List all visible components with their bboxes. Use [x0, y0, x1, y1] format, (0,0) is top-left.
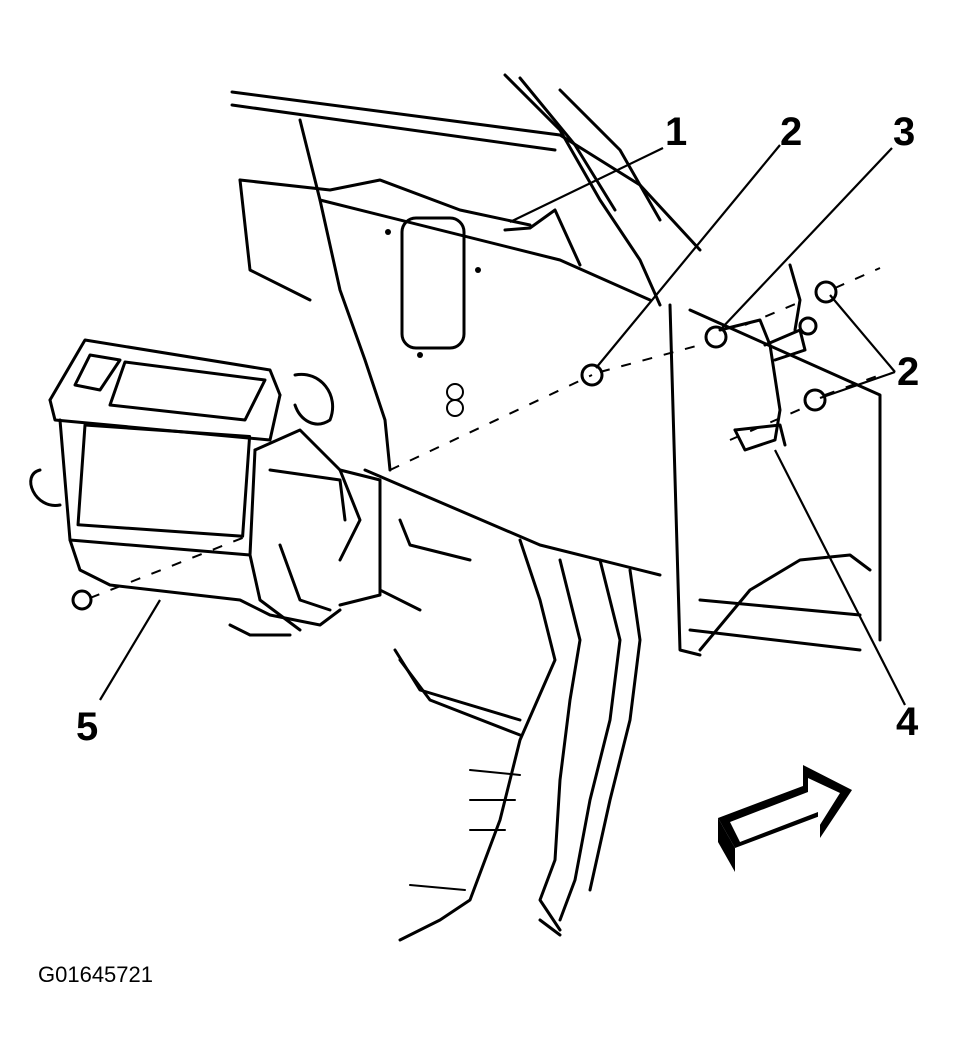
alignment-lines	[89, 267, 881, 599]
nut-icon	[704, 325, 728, 349]
callout-5: 5	[76, 705, 98, 749]
leader-lines	[99, 144, 906, 706]
nut-icon	[580, 363, 604, 387]
module-assembly	[29, 338, 382, 637]
figure-id: G01645721	[38, 962, 153, 987]
nut-icon	[798, 316, 818, 336]
callout-1: 1	[665, 110, 687, 154]
nut-icon	[803, 388, 827, 412]
nut-icon	[71, 589, 93, 611]
callout-2-upper: 2	[780, 110, 802, 154]
fasteners	[71, 280, 838, 611]
nut-icon	[814, 280, 838, 304]
wheel-housing	[363, 303, 882, 942]
mounting-bracket	[718, 263, 807, 452]
callout-4: 4	[896, 700, 919, 744]
callout-2-right: 2	[897, 350, 919, 394]
vehicle-body-panel	[230, 73, 702, 472]
access-opening	[400, 216, 466, 350]
callout-3: 3	[893, 110, 915, 154]
forward-direction-arrow-icon	[718, 765, 852, 872]
